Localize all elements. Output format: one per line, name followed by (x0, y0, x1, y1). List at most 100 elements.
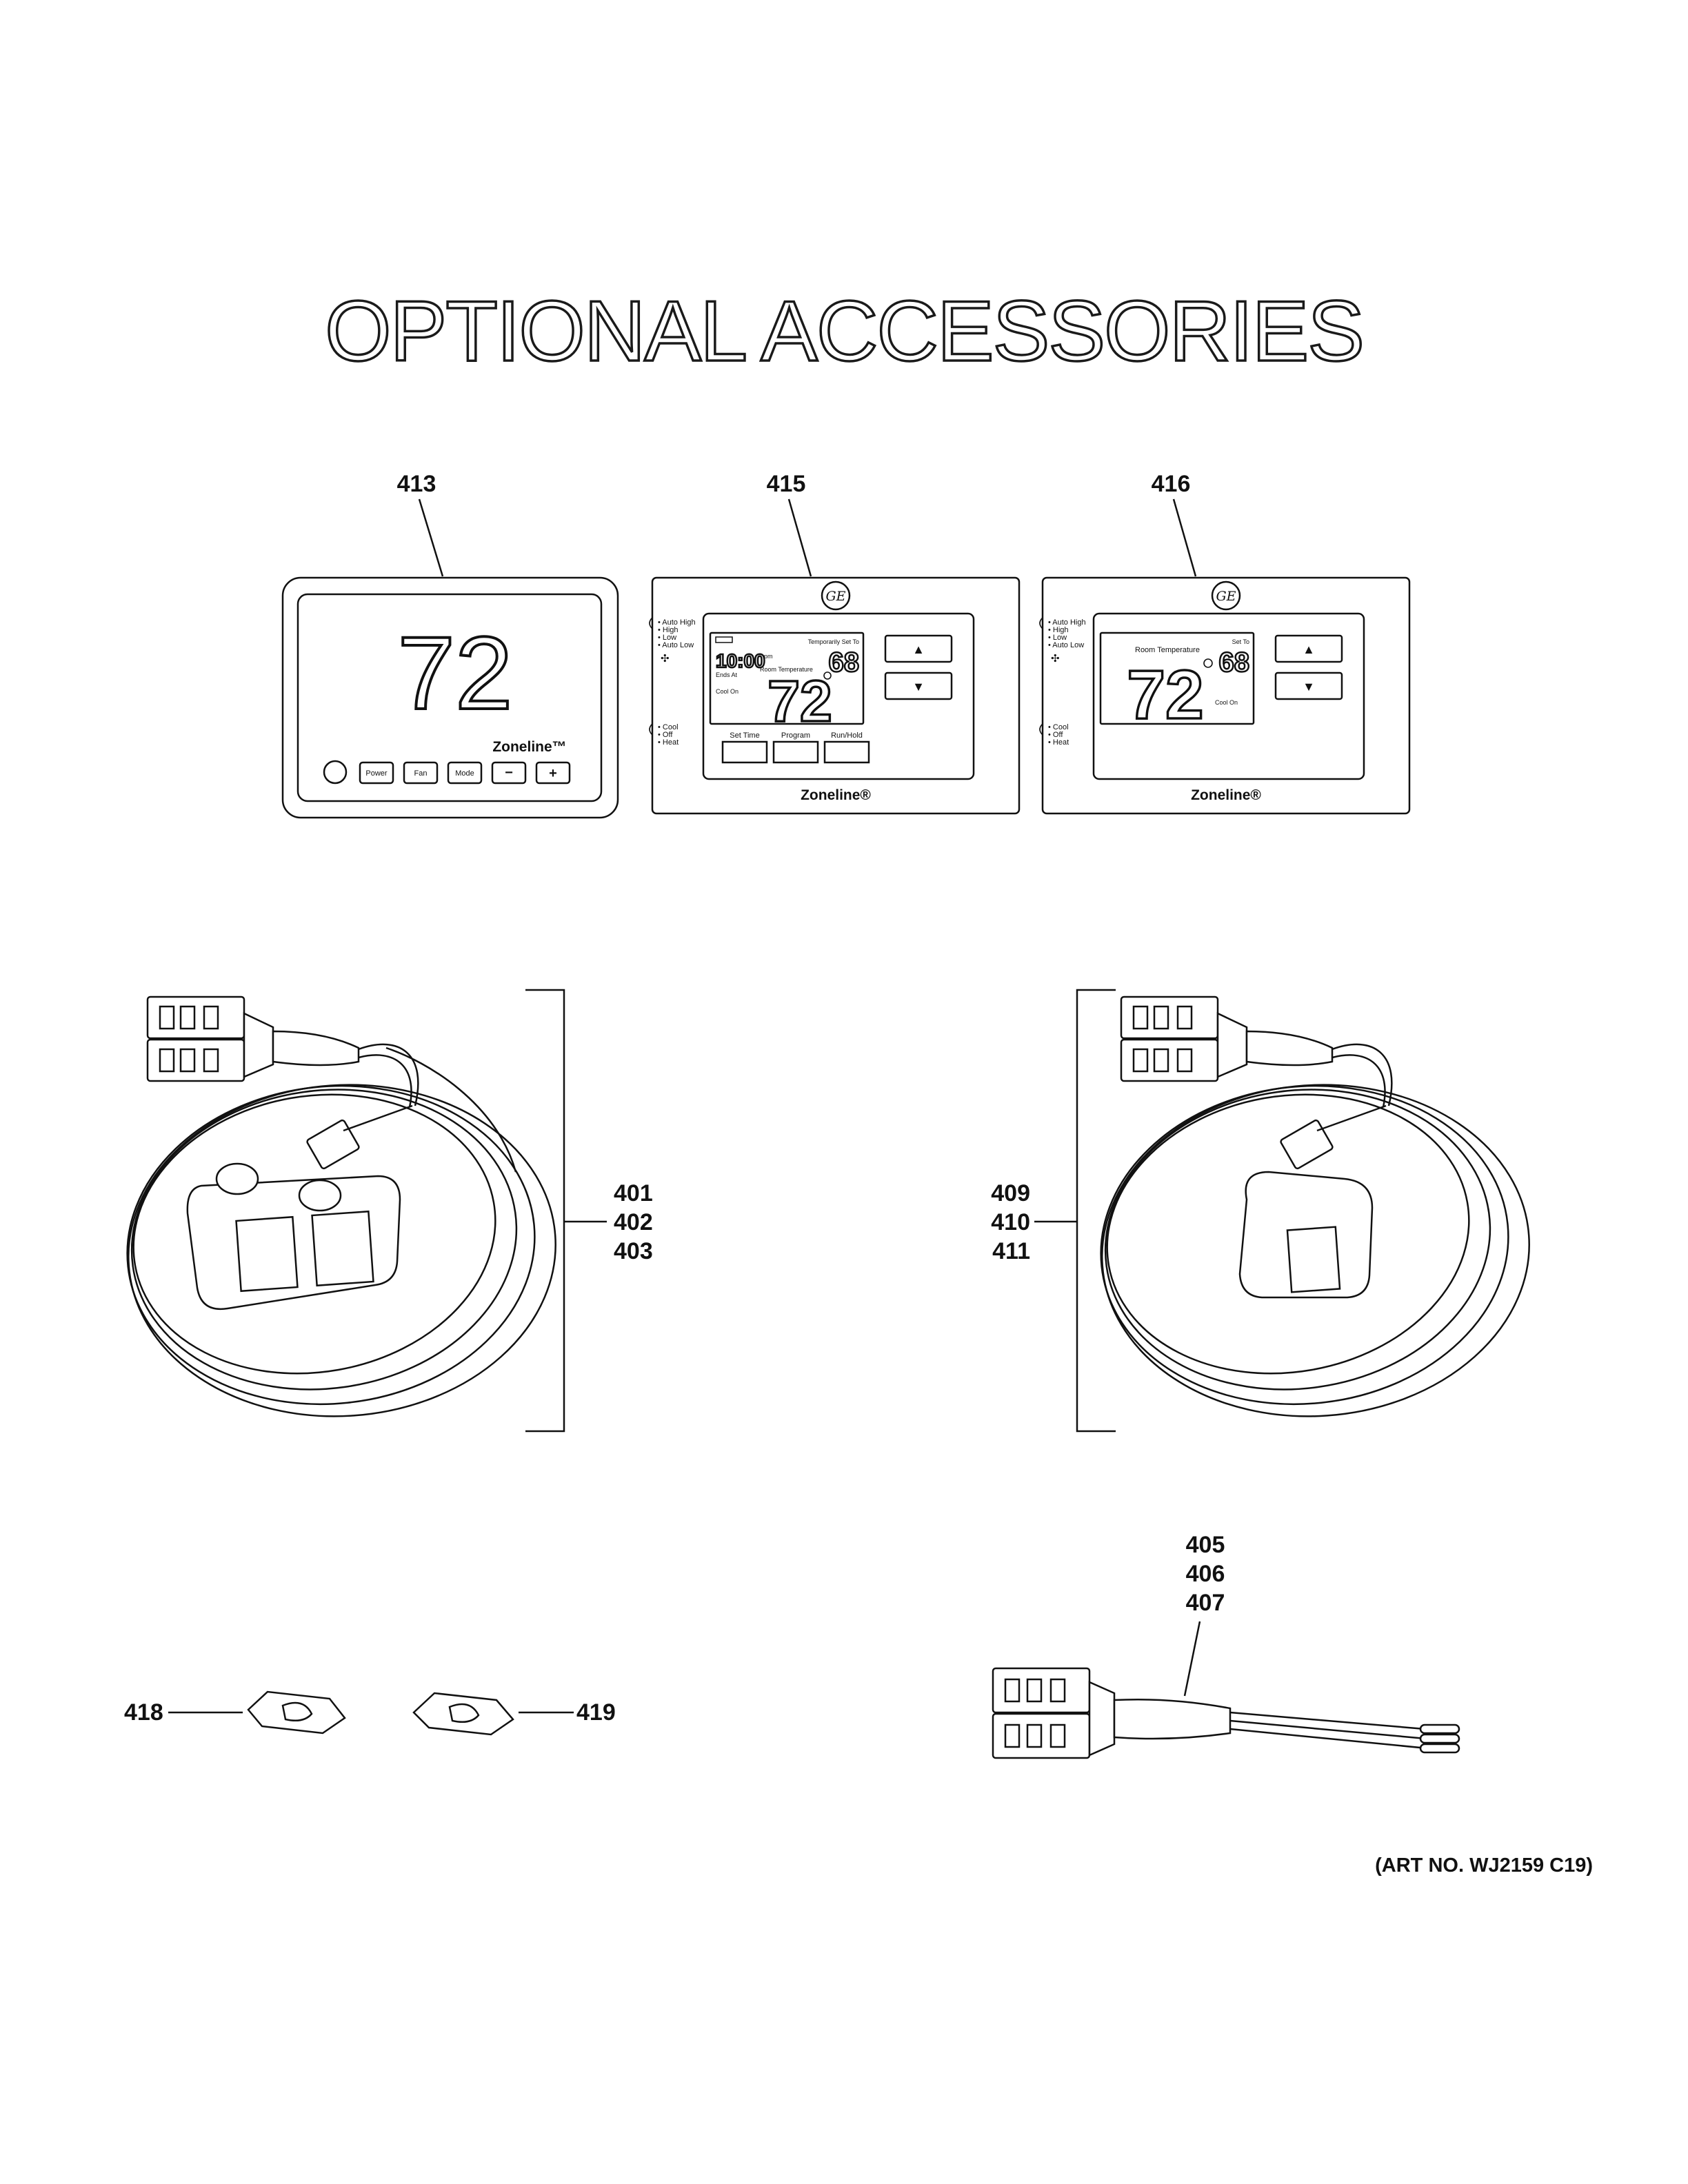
button-frame (1274, 634, 1343, 663)
page-title: OPTIONAL ACCESSORIES (323, 283, 1365, 381)
fan-label: • Auto Low (658, 641, 694, 649)
ge-logo-icon (821, 580, 851, 611)
callout-number: 410 (991, 1209, 1030, 1235)
cable-coil (128, 1084, 556, 1417)
cable-harness-409-411 (1034, 989, 1530, 1433)
connector-boot (1088, 1681, 1116, 1757)
program-button[interactable]: Program (772, 731, 819, 764)
button-label: Power (365, 769, 388, 778)
sensor-icon (323, 760, 348, 785)
down-button[interactable]: ▼ (884, 671, 953, 700)
side-switch-icon (1039, 617, 1043, 629)
clip-body (412, 1692, 514, 1736)
single-sensor-housing (1238, 1171, 1374, 1299)
button-frame (884, 671, 953, 700)
label-window (235, 1215, 299, 1293)
leader-line (1183, 1621, 1201, 1697)
connector-slot (159, 1048, 175, 1073)
minus-button[interactable]: − (491, 761, 527, 785)
brand-label: Zoneline™ (492, 739, 566, 755)
sensor-dome (215, 1162, 259, 1195)
thermostat-416: GE • Auto High • High • Low • Auto Low ✣… (1039, 576, 1411, 815)
connector-boot (243, 1012, 274, 1078)
connector-slot (1176, 1005, 1193, 1030)
button-frame (772, 740, 819, 764)
mode-label: • Heat (658, 738, 679, 747)
cable-tail (385, 1046, 517, 1173)
button-label: Fan (414, 769, 428, 778)
button-label: Set Time (730, 731, 759, 740)
callout-number: 405 (1186, 1532, 1225, 1558)
button-frame (823, 740, 870, 764)
connector-slot (1049, 1678, 1066, 1703)
side-switch-icon (1039, 723, 1043, 736)
button-frame (535, 761, 571, 785)
cable-coil (132, 1093, 496, 1375)
room-temp-label: Room Temperature (1135, 646, 1200, 654)
button-frame (1274, 671, 1343, 700)
button-label: − (505, 765, 513, 780)
connector-block (1120, 995, 1334, 1082)
callout-413: 413 (397, 471, 444, 577)
ge-logo-text: GE (1216, 589, 1236, 604)
leader-line (418, 498, 444, 577)
room-temperature: 72 (767, 669, 832, 734)
set-time-button[interactable]: Set Time (721, 731, 768, 764)
callout-number: 407 (1186, 1590, 1225, 1616)
callout-number: 402 (614, 1209, 653, 1235)
ge-logo-icon (1211, 580, 1241, 611)
clip-tab (448, 1703, 480, 1723)
ends-at-label: Ends At (716, 671, 738, 678)
mode-button[interactable]: Mode (447, 761, 483, 785)
thermostat-body (1041, 576, 1411, 815)
mode-label: • Cool (658, 723, 679, 731)
connector-boot (1216, 1012, 1248, 1078)
fan-icon: ✣ (661, 653, 670, 665)
connector-slot (1153, 1005, 1169, 1030)
fan-label: • Low (658, 634, 676, 642)
thermostat-body (651, 576, 1021, 815)
cable-sleeve (272, 1030, 360, 1066)
cable-coil (1104, 1089, 1491, 1391)
up-button[interactable]: ▲ (1274, 634, 1343, 663)
run-hold-button[interactable]: Run/Hold (823, 731, 870, 764)
fan-label: • Low (1048, 634, 1067, 642)
pigtail-wire (358, 1043, 419, 1106)
down-button[interactable]: ▼ (1274, 671, 1343, 700)
connector-housing (1120, 1038, 1219, 1082)
button-label: Program (781, 731, 810, 740)
fan-button[interactable]: Fan (403, 761, 439, 785)
fan-label: • Auto Low (1048, 641, 1084, 649)
callout-number: 403 (614, 1238, 653, 1264)
button-frame (721, 740, 768, 764)
plus-button[interactable]: + (535, 761, 571, 785)
up-button[interactable]: ▲ (884, 634, 953, 663)
fan-label: • High (658, 626, 679, 634)
leader-line (787, 498, 812, 577)
callout-number: 401 (614, 1180, 653, 1206)
callout-number: 411 (992, 1238, 1030, 1264)
time-display: 10:00 (716, 650, 765, 671)
display-bezel (1092, 612, 1365, 780)
cable-sleeve (1245, 1030, 1334, 1066)
display-bezel (702, 612, 975, 780)
wire-terminal (1419, 1733, 1460, 1744)
up-arrow-icon: ▲ (912, 643, 925, 656)
status-label: Cool On (1215, 699, 1238, 706)
connector-slot (179, 1005, 196, 1030)
connector-housing (146, 995, 245, 1040)
art-number: (ART NO. WJ2159 C19) (1375, 1854, 1593, 1877)
wire-harness-405-407 (992, 1667, 1460, 1759)
callout-number: 416 (1152, 471, 1191, 497)
connector-slot (1049, 1723, 1066, 1748)
power-button[interactable]: Power (359, 761, 394, 785)
cable-harness-401-403 (126, 989, 607, 1433)
connector-slot (1026, 1678, 1043, 1703)
pigtail-wire (343, 1104, 413, 1132)
side-switch-icon (649, 723, 653, 736)
mode-label: • Heat (1048, 738, 1069, 747)
label-window (311, 1210, 374, 1287)
connector-slot (203, 1048, 219, 1073)
mode-label: • Off (658, 731, 673, 739)
connector-slot (1004, 1678, 1021, 1703)
